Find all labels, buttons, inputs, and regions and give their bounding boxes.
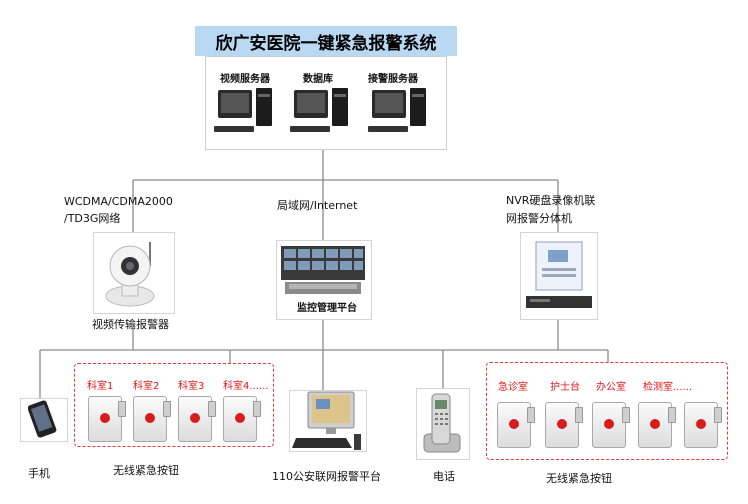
panic-button-icon [133,396,171,442]
pc-tower-icon [368,88,426,132]
right-wireless-button-label: 无线紧急按钮 [546,472,612,485]
telephone-label: 电话 [433,470,455,483]
panic-button-icon [684,402,722,448]
left-room-label-1: 科室1 [87,381,114,392]
monitor-platform-label: 监控管理平台 [297,303,357,314]
cordless-phone-icon [423,393,461,453]
panic-button-icon [88,396,126,442]
server-label-database: 数据库 [303,74,333,85]
panic-button-icon [223,396,261,442]
panic-button-icon [497,402,535,448]
right-room-label-3: 办公室 [596,382,626,393]
server-label-video: 视频服务器 [220,74,270,85]
panic-button-icon [178,396,216,442]
panic-button-icon [592,402,630,448]
pc-tower-icon [290,88,348,132]
video-alarm-label: 视频传输报警器 [92,318,169,331]
pc-tower-icon [214,88,272,132]
left-room-label-2: 科室2 [133,381,160,392]
right-button-group [486,362,728,460]
smartphone-icon [28,400,57,438]
lan-label: 局域网/Internet [277,199,358,212]
left-room-label-4: 科室4...... [223,381,269,392]
left-button-group [74,363,274,447]
wireless-network-label-2: /TD3G网络 [64,212,121,225]
panic-button-icon [638,402,676,448]
ip-camera-icon [105,242,155,307]
right-room-label-4: 检测室...... [643,382,693,393]
phone-label: 手机 [28,467,50,480]
nvr-label-2: 网报警分体机 [506,212,572,225]
left-room-label-3: 科室3 [178,381,205,392]
police-platform-label: 110公安联网报警平台 [272,470,381,483]
nvr-label-1: NVR硬盘录像机联 [506,194,596,207]
server-label-alarm: 接警服务器 [368,74,418,85]
left-wireless-button-label: 无线紧急按钮 [113,464,179,477]
system-title: 欣广安医院一键紧急报警系统 [195,26,457,56]
right-room-label-1: 急诊室 [498,382,528,393]
wireless-network-label-1: WCDMA/CDMA2000 [64,195,173,208]
control-room-icon [281,246,365,294]
computer-monitor-icon [292,391,361,450]
right-room-label-2: 护士台 [550,382,580,393]
nvr-alarm-box-icon [526,241,592,308]
panic-button-icon [545,402,583,448]
